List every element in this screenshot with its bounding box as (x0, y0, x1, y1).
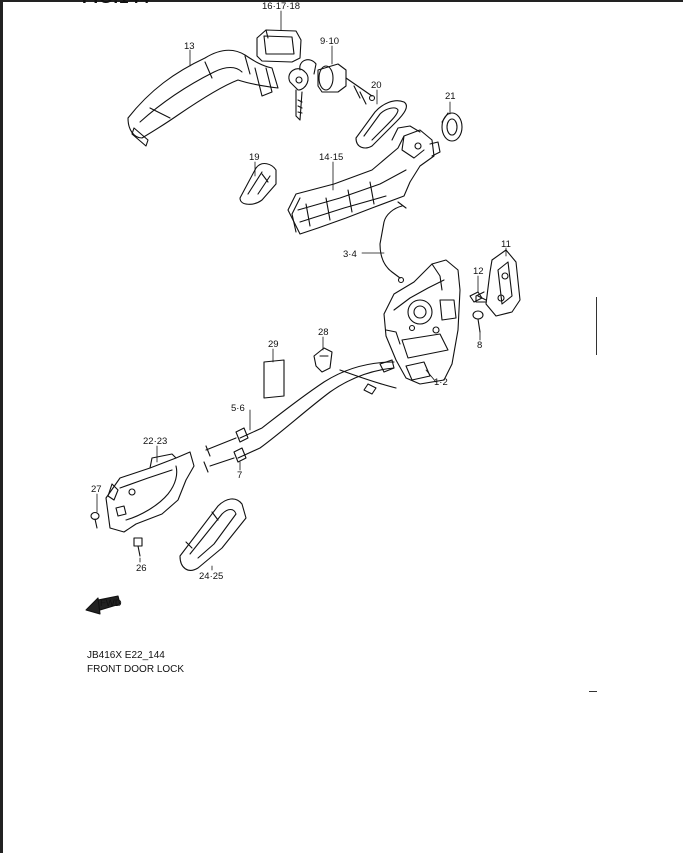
part-grommet (441, 112, 463, 142)
callout-16-17-18: 16·17·18 (262, 1, 300, 12)
callout-1-2: 1·2 (434, 377, 448, 388)
callout-3-4: 3·4 (343, 249, 357, 260)
callout-12: 12 (473, 266, 484, 277)
part-pad (263, 359, 285, 399)
page-border (0, 0, 3, 853)
callout-9-10: 9·10 (320, 36, 339, 47)
callout-20: 20 (371, 80, 382, 91)
callout-27: 27 (91, 484, 102, 495)
fwd-label: FWD (100, 598, 122, 609)
part-handle-bezel (179, 498, 247, 571)
part-screw-12 (469, 291, 487, 303)
callout-14-15: 14·15 (319, 152, 343, 163)
part-cables (203, 359, 397, 473)
callout-labels: 16·17·18 13 9·10 20 21 19 14·15 3·4 11 1… (91, 1, 511, 582)
part-lock-rod (379, 201, 407, 284)
callout-29: 29 (268, 339, 279, 350)
diagram-code: JB416X E22_144 (87, 650, 165, 661)
figure-title: FIG.144 (82, 0, 150, 8)
part-clip (239, 162, 277, 205)
part-striker-plate (475, 249, 521, 317)
part-outside-handle (127, 49, 279, 147)
part-inside-handle (105, 451, 195, 533)
callout-5-6: 5·6 (231, 403, 245, 414)
leader-lines (96, 10, 507, 571)
part-handle-cap (256, 29, 302, 63)
fwd-arrow-icon (85, 595, 121, 615)
part-screw-26 (133, 537, 143, 557)
callout-8: 8 (477, 340, 482, 351)
part-gasket (355, 100, 407, 149)
margin-mark-vertical (596, 297, 597, 355)
callout-21: 21 (445, 91, 456, 102)
part-handle-frame (287, 125, 441, 235)
callout-24-25: 24·25 (199, 571, 223, 582)
callout-7: 7 (237, 470, 242, 481)
callout-19: 19 (249, 152, 260, 163)
callout-22-23: 22·23 (143, 436, 167, 447)
callout-28: 28 (318, 327, 329, 338)
margin-mark-horizontal (589, 691, 597, 692)
part-cable-clamp (313, 347, 333, 373)
part-door-lock-assembly (383, 259, 461, 385)
part-screw-27 (90, 511, 100, 529)
page-top-border (0, 0, 683, 2)
callout-13: 13 (184, 41, 195, 52)
callout-26: 26 (136, 563, 147, 574)
part-screw-8 (472, 310, 484, 333)
part-key-and-cylinder (288, 59, 376, 121)
callout-11: 11 (501, 239, 511, 250)
diagram-name: FRONT DOOR LOCK (87, 664, 185, 675)
